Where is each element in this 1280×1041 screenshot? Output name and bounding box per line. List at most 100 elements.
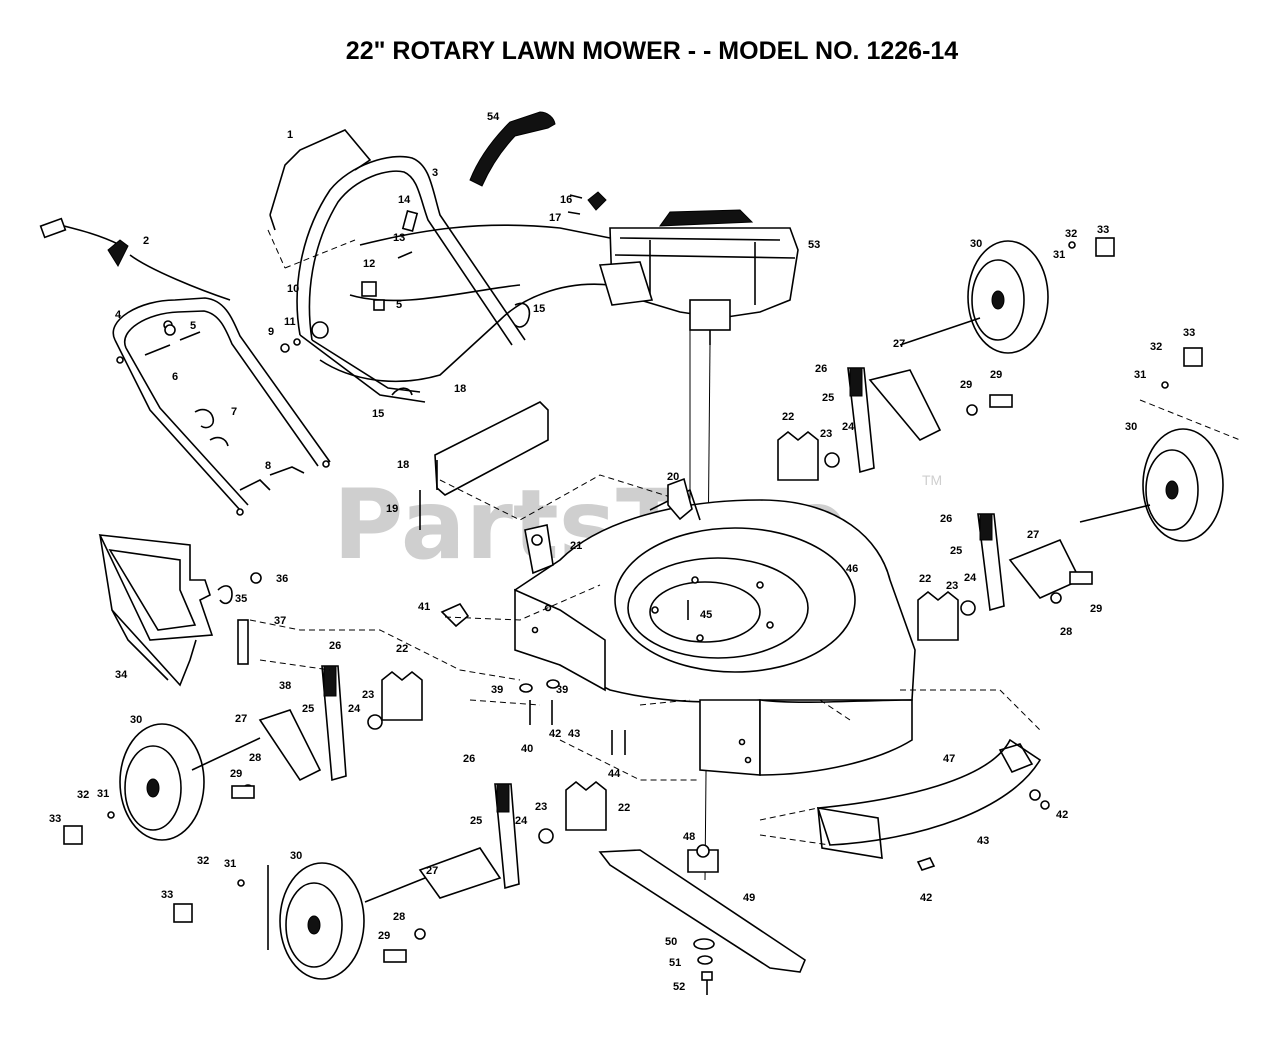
callout-label: 32 xyxy=(77,789,89,801)
callout-label: 25 xyxy=(822,392,834,404)
callout-label: 50 xyxy=(665,936,677,948)
callout-label: 13 xyxy=(393,232,405,244)
callout-label: 25 xyxy=(950,545,962,557)
callout-label: 38 xyxy=(279,680,291,692)
callout-label: 29 xyxy=(990,369,1002,381)
callout-label: 35 xyxy=(235,593,247,605)
upper-handle xyxy=(296,155,526,403)
callout-label: 33 xyxy=(161,889,173,901)
callout-label: 42 xyxy=(549,728,561,740)
height-adjuster-front-right xyxy=(917,513,1093,641)
callout-label: 42 xyxy=(1056,809,1068,821)
callout-label: 2 xyxy=(143,235,149,247)
callout-label: 22 xyxy=(396,643,408,655)
diagram-title: 22" ROTARY LAWN MOWER - - MODEL NO. 1226… xyxy=(346,37,958,65)
callout-label: 28 xyxy=(1060,626,1072,638)
callout-label: 18 xyxy=(454,383,466,395)
rear-baffle xyxy=(759,689,1042,859)
mounting-plates xyxy=(524,477,693,575)
blade-assembly xyxy=(598,844,806,995)
callout-label: 23 xyxy=(535,801,547,813)
callout-label: 51 xyxy=(669,957,681,969)
callout-label: 27 xyxy=(893,338,905,350)
callout-label: 10 xyxy=(287,283,299,295)
callout-label: 16 xyxy=(560,194,572,206)
callout-label: 26 xyxy=(815,363,827,375)
callout-label: 5 xyxy=(190,320,196,332)
callout-label: 21 xyxy=(570,540,582,552)
wheel-front-left xyxy=(119,723,261,841)
callout-label: 24 xyxy=(348,703,361,715)
callout-label: 33 xyxy=(1183,327,1195,339)
callout-label: 12 xyxy=(363,258,375,270)
callout-label: 29 xyxy=(230,768,242,780)
callout-label: 34 xyxy=(115,669,128,681)
callout-label: 45 xyxy=(700,609,712,621)
mower-deck xyxy=(513,488,916,776)
callout-label: 20 xyxy=(667,471,679,483)
callout-label: 28 xyxy=(249,752,261,764)
height-adjuster-rear-left xyxy=(383,780,607,963)
callout-label: 22 xyxy=(782,411,794,423)
throttle-cable xyxy=(39,217,611,302)
callout-label: 6 xyxy=(172,371,178,383)
callout-label: 24 xyxy=(842,421,855,433)
callout-label: 29 xyxy=(960,379,972,391)
callout-label: 28 xyxy=(393,911,405,923)
callout-label: 31 xyxy=(97,788,109,800)
control-cable xyxy=(319,283,611,383)
watermark-trademark: TM xyxy=(922,472,942,488)
callout-label: 48 xyxy=(683,831,695,843)
callout-label: 36 xyxy=(276,573,288,585)
callout-label: 29 xyxy=(1090,603,1102,615)
callout-label: 31 xyxy=(1053,249,1065,261)
callout-label: 27 xyxy=(235,713,247,725)
height-adjuster-front-left xyxy=(231,665,423,799)
callout-label: 30 xyxy=(290,850,302,862)
callout-label: 29 xyxy=(378,930,390,942)
callout-label: 40 xyxy=(521,743,533,755)
callout-label: 42 xyxy=(920,892,932,904)
callout-label: 25 xyxy=(302,703,314,715)
callout-label: 44 xyxy=(608,768,621,780)
callout-label: 7 xyxy=(231,406,237,418)
callout-label: 32 xyxy=(1065,228,1077,240)
callout-label: 31 xyxy=(1134,369,1146,381)
wheel-rear-right xyxy=(899,240,1049,354)
callout-label: 25 xyxy=(470,815,482,827)
height-adjuster-rear-right xyxy=(777,367,1013,481)
callout-label: 24 xyxy=(964,572,977,584)
leader-lines xyxy=(249,584,851,781)
callout-label: 22 xyxy=(618,802,630,814)
callout-label: 43 xyxy=(977,835,989,847)
callout-labels: 1 2 3 54 16 17 53 14 13 12 5 10 11 9 4 5… xyxy=(49,111,1195,993)
callout-label: 43 xyxy=(568,728,580,740)
engine xyxy=(567,191,799,345)
callout-label: 53 xyxy=(808,239,820,251)
callout-label: 33 xyxy=(49,813,61,825)
wheel-hardware xyxy=(63,237,1203,923)
callout-label: 32 xyxy=(197,855,209,867)
callout-label: 26 xyxy=(940,513,952,525)
callout-label: 23 xyxy=(946,580,958,592)
callout-label: 54 xyxy=(487,111,500,123)
callout-label: 4 xyxy=(115,309,122,321)
deck-hardware xyxy=(440,600,1050,871)
callout-label: 11 xyxy=(284,316,296,328)
callout-label: 19 xyxy=(386,503,398,515)
callout-label: 30 xyxy=(130,714,142,726)
callout-label: 26 xyxy=(329,640,341,652)
callout-label: 26 xyxy=(463,753,475,765)
callout-label: 9 xyxy=(268,326,274,338)
callout-label: 23 xyxy=(362,689,374,701)
callout-label: 23 xyxy=(820,428,832,440)
callout-label: 27 xyxy=(426,865,438,877)
wheel-rear-left xyxy=(267,862,441,980)
callout-label: 47 xyxy=(943,753,955,765)
callout-label: 30 xyxy=(970,238,982,250)
callout-label: 27 xyxy=(1027,529,1039,541)
callout-label: 14 xyxy=(398,194,411,206)
handle-hardware xyxy=(107,210,531,491)
handle-grip xyxy=(469,111,556,187)
